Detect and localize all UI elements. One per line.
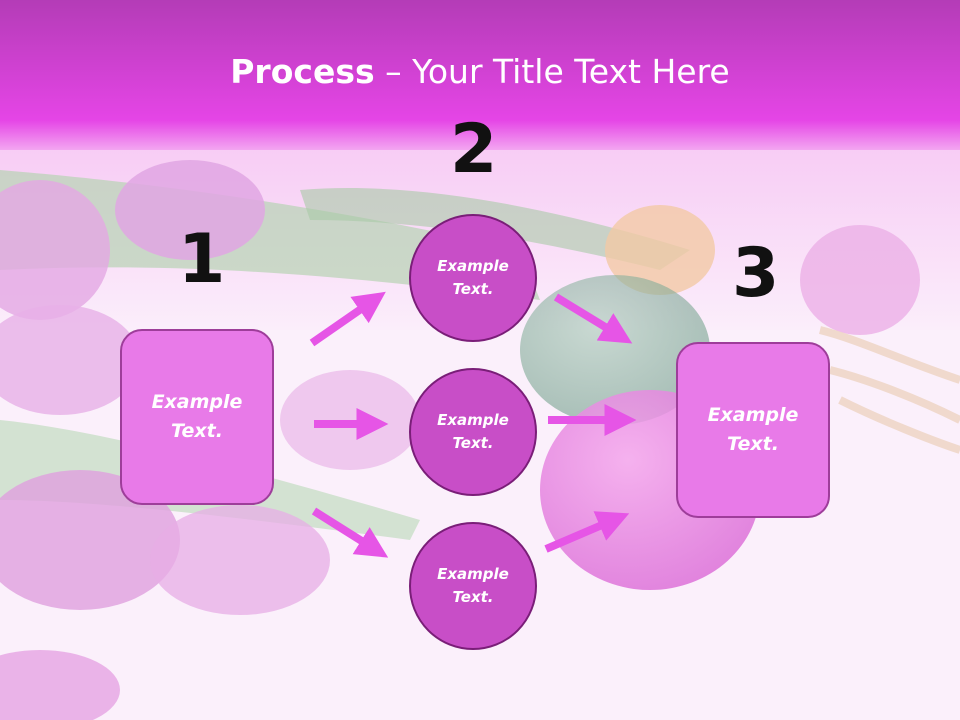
left-box-text: Example Text. [151, 391, 243, 442]
circle-middle: Example Text. [409, 368, 537, 496]
slide-title: Process – Your Title Text Here [0, 52, 960, 91]
left-text-box: Example Text. [120, 329, 274, 505]
right-box-text: Example Text. [707, 404, 799, 455]
title-bold: Process [230, 52, 375, 91]
step-number-2: 2 [450, 110, 498, 189]
right-text-box: Example Text. [676, 342, 830, 518]
circle-bottom: Example Text. [409, 522, 537, 650]
circle-bottom-text: Example Text. [437, 565, 509, 606]
circle-middle-text: Example Text. [437, 411, 509, 452]
circle-top: Example Text. [409, 214, 537, 342]
step-number-1: 1 [178, 220, 226, 299]
circle-top-text: Example Text. [437, 257, 509, 298]
title-rest: – Your Title Text Here [374, 52, 730, 91]
step-number-3: 3 [732, 234, 780, 313]
